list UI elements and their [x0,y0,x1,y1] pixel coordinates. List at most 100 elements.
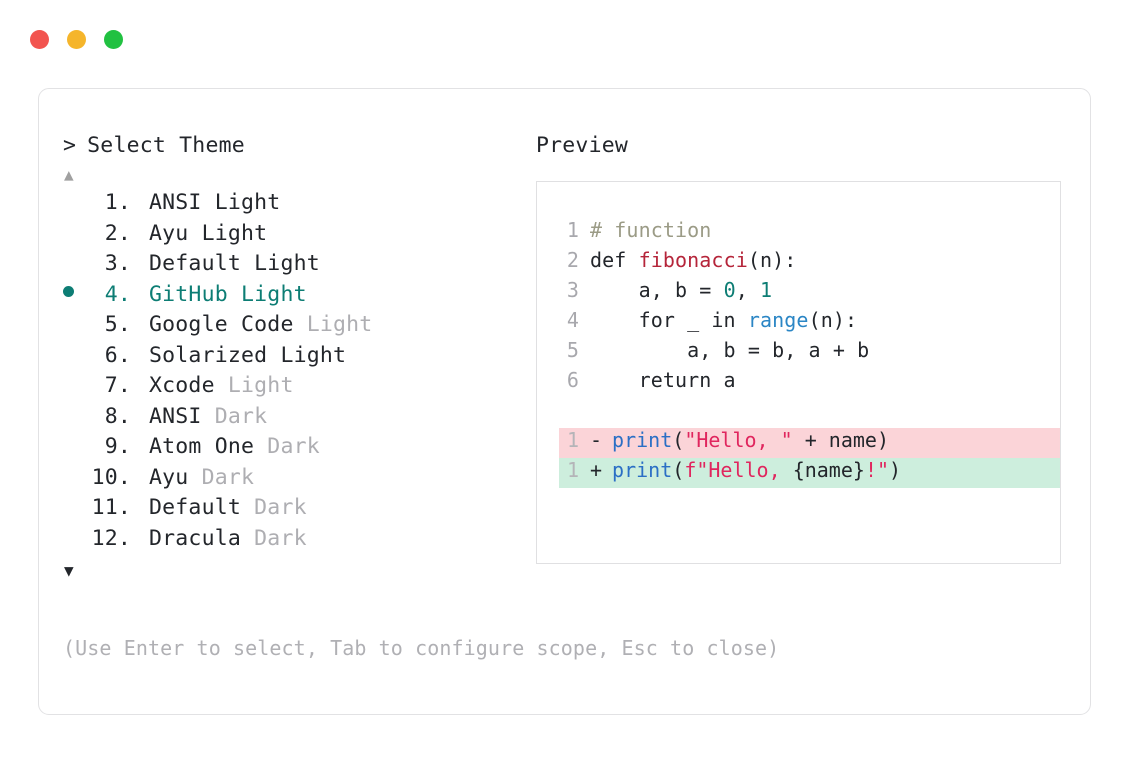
code-token: ( [672,428,685,452]
maximize-button[interactable] [104,30,123,49]
keyboard-hint: (Use Enter to select, Tab to configure s… [63,636,780,660]
theme-list-item[interactable]: 12. Dracula Dark [63,526,523,557]
code-line-number: 5 [566,338,579,362]
theme-item-name: Solarized [149,342,281,368]
diff-line-content: print(f"Hello, {name}!") [612,458,901,482]
preview-label: Preview [536,133,629,158]
code-line-content: a, b = b, a + b [590,338,869,362]
theme-item-number: 10. [91,464,131,490]
theme-list-item[interactable]: 11.Default Dark [63,495,523,526]
theme-item-name: Atom One [149,434,268,459]
theme-item-number: 3. [104,251,131,276]
theme-item-variant: Light [280,342,347,368]
code-line-content: # function [590,218,711,242]
code-token: , [735,278,761,302]
theme-list-item[interactable]: 7. Xcode Light [63,373,523,404]
theme-item-name: ANSI [149,403,215,429]
theme-item-name: Ayu [149,220,202,246]
code-line: 2 def fibonacci(n): [559,248,1060,278]
code-token: + name) [792,428,890,452]
code-token: !" [864,458,890,482]
code-line-content: return a [590,368,736,392]
code-line-number: 1 [566,218,579,242]
scroll-down-icon[interactable]: ▼ [64,561,74,580]
code-token: f"Hello, [684,458,793,482]
code-line: 6 return a [559,368,1060,398]
diff-sign: + [590,458,603,482]
code-line: 3 a, b = 0, 1 [559,278,1060,308]
theme-item-name: Xcode [149,373,228,398]
theme-item-name: Dracula [149,525,255,551]
code-line: 1 # function [559,218,1060,248]
scroll-up-icon[interactable]: ▲ [64,165,74,184]
theme-item-number: 6. [104,342,131,368]
code-token: a, b = [590,278,724,302]
code-spacer [559,398,1060,428]
code-token: a, b = b, a + b [590,338,870,362]
theme-item-number: 9. [104,434,131,459]
theme-item-variant: Light [306,312,373,337]
theme-item-number: 2. [104,220,131,246]
theme-item-variant: Light [227,373,294,398]
theme-list-item[interactable]: 2. Ayu Light [63,221,523,252]
code-token: ( [672,458,685,482]
close-button[interactable] [30,30,49,49]
diff-line-number: 1 [566,428,579,452]
code-token: return a [590,368,736,392]
diff-sign: - [590,428,603,452]
prompt-row: > Select Theme [63,133,523,162]
code-token: (n): [747,248,797,272]
theme-item-variant: Light [201,220,268,246]
diff-line-plus: 1+print(f"Hello, {name}!") [559,458,1060,488]
diff-line-content: print("Hello, " + name) [612,428,889,452]
theme-item-variant: Dark [254,525,307,551]
theme-item-variant: Dark [214,403,268,429]
code-token: range [747,308,809,332]
code-token: 1 [760,278,773,302]
theme-list-item[interactable]: 6. Solarized Light [63,343,523,374]
code-token: print [612,458,673,482]
code-token: for _ in [590,308,748,332]
selection-bullet-cell [63,285,89,301]
window-traffic-lights [30,30,123,49]
theme-item-name: GitHub [149,281,242,307]
theme-item-number: 7. [104,373,131,398]
theme-item-name: Default [149,251,255,276]
diff-block: 1-print("Hello, " + name)1+print(f"Hello… [559,428,1060,488]
minimize-button[interactable] [67,30,86,49]
diff-line-minus: 1-print("Hello, " + name) [559,428,1060,458]
theme-item-number: 4. [104,281,131,307]
theme-item-name: Ayu [149,464,202,490]
code-line-number: 2 [566,248,579,272]
theme-item-name: ANSI [149,190,215,215]
selection-bullet-icon [63,285,74,297]
theme-list-item[interactable]: 8. ANSI Dark [63,404,523,435]
theme-item-name: Default [149,495,255,520]
code-line-number: 4 [566,308,579,332]
theme-list-item[interactable]: 10.Ayu Dark [63,465,523,496]
theme-item-number: 5. [104,312,131,337]
theme-item-number: 11. [91,495,131,520]
theme-item-name: Google Code [149,312,307,337]
code-line-content: def fibonacci(n): [590,248,796,272]
code-line-number: 6 [566,368,579,392]
code-token: ) [889,458,902,482]
theme-list-item[interactable]: 5. Google Code Light [63,312,523,343]
code-line-content: for _ in range(n): [590,308,857,332]
code-line: 4 for _ in range(n): [559,308,1060,338]
theme-list-item[interactable]: 4.GitHub Light [63,282,523,313]
theme-list-item[interactable]: 1.ANSI Light [63,190,523,221]
code-token: def [590,248,639,272]
theme-item-number: 12. [91,525,131,551]
theme-list-item[interactable]: 3.Default Light [63,251,523,282]
theme-list-item[interactable]: 9.Atom One Dark [63,434,523,465]
code-token: "Hello, " [684,428,793,452]
theme-item-number: 8. [104,403,131,429]
code-token: fibonacci [638,248,748,272]
code-line: 5 a, b = b, a + b [559,338,1060,368]
code-token: (n): [808,308,858,332]
